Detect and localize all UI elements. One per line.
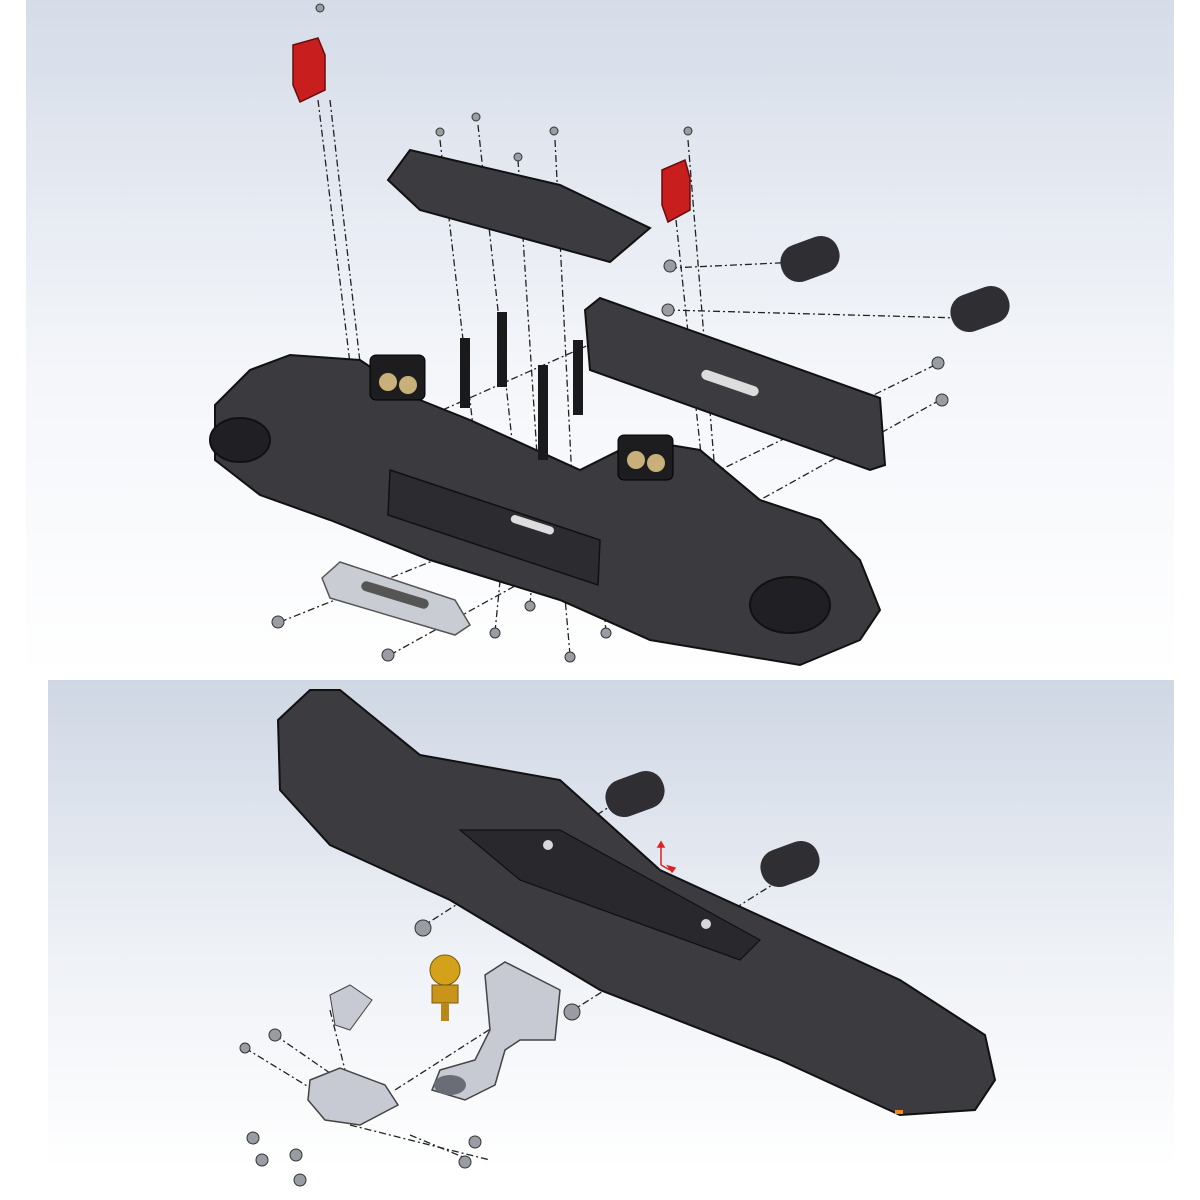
skid-plate — [386, 148, 652, 264]
bolts-top — [271, 3, 949, 663]
shackle-mounts-top — [780, 235, 1010, 333]
led-light-left — [369, 354, 426, 401]
rear-bumper-body — [276, 689, 997, 1117]
hitch-ball — [429, 954, 461, 1021]
led-light-right — [617, 434, 674, 481]
shackle-assembly — [307, 984, 400, 1126]
red-bracket-right — [661, 158, 691, 224]
mounting-plate — [583, 296, 887, 472]
hitch-bracket — [430, 961, 561, 1101]
standoff-rods — [460, 312, 583, 460]
shackle-mounts-bottom — [605, 770, 820, 888]
red-bracket-left — [292, 37, 326, 104]
hawse-fairlead — [321, 561, 472, 636]
coordinate-axis-triad — [656, 840, 677, 874]
bolts-bottom — [239, 919, 581, 1187]
